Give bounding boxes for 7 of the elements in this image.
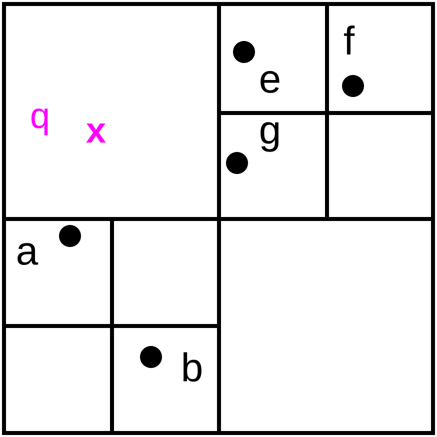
point-label: a	[18, 243, 38, 265]
query-point-label: x	[86, 124, 106, 142]
point-label: g	[260, 122, 279, 152]
point-label: b	[183, 352, 202, 382]
point-label: f	[344, 26, 355, 54]
point-label: e	[260, 71, 280, 93]
query-label: q	[32, 108, 48, 136]
